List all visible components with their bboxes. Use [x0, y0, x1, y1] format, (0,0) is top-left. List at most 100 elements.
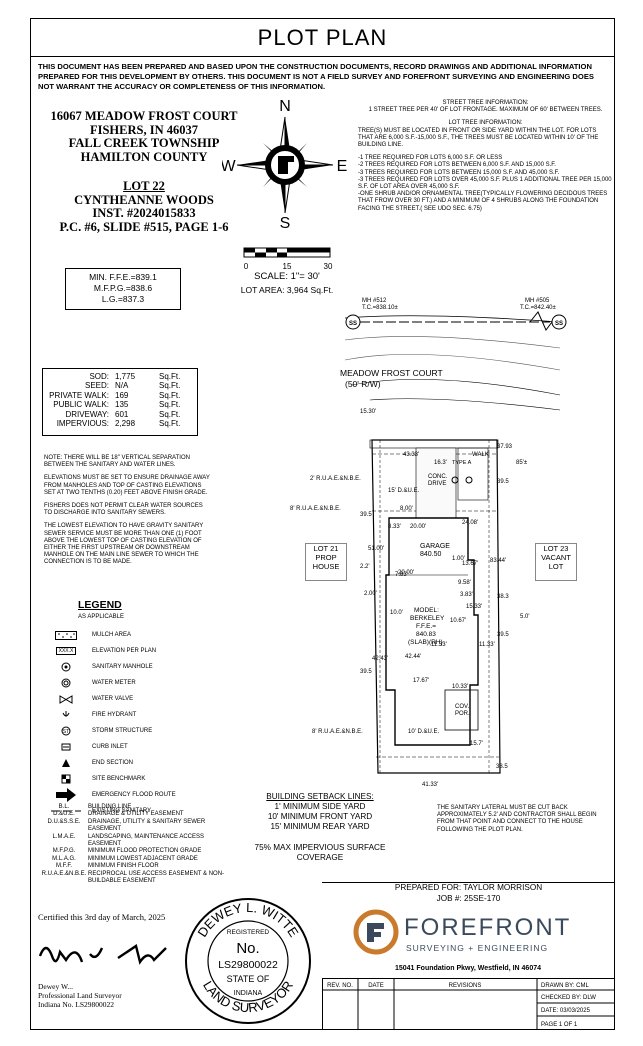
dim-label: 10.33' [452, 684, 468, 690]
surveyor-seal: DEWEY L. WITTE LAND SURVEYOR REGISTERED … [185, 898, 311, 1024]
dim-label: 11.33' [479, 642, 495, 648]
impervious-line-1: 75% MAX IMPERVIOUS SURFACE [254, 843, 386, 852]
water-meter-icon [61, 678, 71, 688]
dim-label: 51.00' [368, 546, 384, 552]
company-name: FOREFRONT [404, 914, 571, 941]
seal-state: STATE OF [227, 974, 270, 984]
water-valve-icon [59, 694, 73, 704]
address-line-2: FISHERS, IN 46037 [89, 122, 198, 137]
note-separation: NOTE: THERE WILL BE 18" VERTICAL SEPARAT… [44, 455, 190, 469]
dim-label: 5.0' [520, 614, 530, 620]
dim-label: 2.2' [360, 564, 370, 570]
legend-item: ST STORM STRUCTURE [61, 726, 153, 736]
surveyor-info: Dewey W... Professional Land Surveyor In… [38, 982, 122, 1009]
surveyor-name: Dewey W... [38, 982, 73, 991]
tree-rule-3: -3 TREES REQUIRED FOR LOTS BETWEEN 15,00… [358, 169, 560, 176]
sanitary-manhole-icon [61, 662, 71, 672]
easement-label: 10' D.&U.E. [408, 729, 439, 735]
lowest-grade: L.G.=837.3 [101, 294, 145, 304]
certification-date: Certified this 3rd day of March, 2025 [38, 912, 166, 922]
model-label: MODEL: [414, 607, 439, 614]
dim-label: 1.00' [452, 556, 465, 562]
type-label: TYPE A [452, 460, 472, 466]
model-ffe-label: F.F.E.= [416, 623, 436, 630]
legend: MULCH AREA XXX.X ELEVATION PER PLAN SANI… [40, 627, 220, 819]
lot-info: LOT 22 CYNTHEANNE WOODS INST. #202401583… [38, 179, 250, 234]
plat-reference: P.C. #6, SLIDE #515, PAGE 1-6 [59, 219, 229, 234]
dim-label: 8.33' [388, 524, 401, 530]
dim-label: 24.08' [462, 520, 478, 526]
dim-label: 15.33' [466, 604, 482, 610]
legend-item: XXX.X ELEVATION PER PLAN [40, 643, 220, 659]
setback-rear: 15' MINIMUM REAR YARD [270, 822, 370, 831]
compass-west: W [222, 158, 236, 175]
dim-label: 39.5 [497, 632, 509, 638]
dim-label: 7.83' [395, 572, 408, 578]
legend-item: SANITARY MANHOLE [40, 659, 220, 675]
abbr-row: M.F.P.G.MINIMUM FLOOD PROTECTION GRADE [52, 848, 202, 855]
seal-number: LS29800022 [218, 959, 278, 971]
dim-label: 17.67' [413, 678, 429, 684]
scale-tick-0: 0 [244, 262, 249, 271]
svg-text:SS: SS [555, 321, 563, 327]
abbreviations: B.L.BUILDING LINE D.&U.E.DRAINAGE & UTIL… [40, 804, 225, 885]
tc-left-label: T.C.=838.10± [362, 305, 399, 311]
surveyor-signature [38, 944, 167, 965]
legend-title: LEGEND [78, 599, 122, 611]
plan-notes: NOTE: THERE WILL BE 18" VERTICAL SEPARAT… [44, 455, 212, 573]
street-row: (50' R/W) [345, 379, 381, 389]
easement-label: 8' R.U.A.E.&N.B.E. [312, 729, 363, 735]
street-tree-text: 1 STREET TREE PER 40' OF LOT FRONTAGE. M… [368, 107, 603, 114]
dim-label: 8.00' [400, 506, 413, 512]
compass-south: S [280, 215, 291, 230]
dim-label: 83.44' [490, 558, 506, 564]
easement-label: 15' D.&U.E. [388, 488, 419, 494]
tree-rule-1: -1 TREE REQUIRED FOR LOTS 6,000 S.F. OR … [358, 155, 503, 162]
revision-table: REV. NO. DATE REVISIONS DRAWN BY: CML CH… [322, 978, 615, 1030]
tree-information: STREET TREE INFORMATION: 1 STREET TREE P… [358, 100, 613, 213]
dim-label: 10.0' [390, 610, 403, 616]
abbr-row: M.L.A.G.MINIMUM LOWEST ADJACENT GRADE [52, 855, 198, 862]
tc-right-label: T.C.=842.40± [520, 305, 557, 311]
legend-item: EXISTING SANITARY [40, 803, 220, 819]
setback-side: 1' MINIMUM SIDE YARD [274, 802, 366, 811]
dim-label: 37.93 [497, 444, 513, 450]
abbr-row: L.M.A.E.LANDSCAPING, MAINTENANCE ACCESS … [52, 833, 205, 848]
dim-label: 39.5 [360, 512, 372, 518]
dim-label: 2.00' [364, 591, 377, 597]
scale-tick-15: 15 [283, 262, 292, 271]
abbr-row: R.U.A.E.&N.B.E.RECIPROCAL USE ACCESS EAS… [41, 870, 225, 885]
lot-tree-text: TREE(S) MUST BE LOCATED IN FRONT OR SIDE… [358, 127, 599, 149]
min-ffe: MIN. F.F.E.=839.1 [89, 272, 157, 282]
dim-label: 39.5 [497, 479, 509, 485]
note-drainage: ELEVATIONS MUST BE SET TO ENSURE DRAINAG… [44, 475, 210, 496]
dim-label: 13.67' [462, 561, 478, 567]
model-name: BERKELEY [410, 615, 445, 622]
easement-label: 2' R.U.A.E.&N.B.E. [310, 476, 361, 482]
dim-label: 42.44' [405, 654, 421, 660]
drive-label-1: CONC. [428, 474, 448, 480]
abbr-row: B.L.BUILDING LINE [58, 804, 132, 810]
curb-inlet-icon [61, 743, 71, 751]
abbr-row: M.F.F.MINIMUM FINISH FLOOR [56, 863, 159, 870]
fire-hydrant-icon [62, 711, 70, 717]
legend-item: EMERGENCY FLOOD ROUTE [40, 787, 220, 803]
tree-rule-4: -3 TREES REQUIRED FOR LOTS OVER 45,000 S… [358, 176, 612, 191]
impervious-line-2: COVERAGE [296, 853, 344, 862]
street-tree-heading: STREET TREE INFORMATION: [442, 100, 529, 106]
address-line-1: 16067 MEADOW FROST COURT [50, 109, 238, 123]
instrument-number: INST. #2024015833 [92, 206, 196, 221]
rev-revisions-header: REVISIONS [449, 983, 482, 989]
logo-ring-icon [353, 909, 399, 955]
dim-label: 85'± [516, 460, 528, 466]
scale-label: SCALE: 1"= 30' [254, 271, 320, 282]
surveyor-title: Professional Land Surveyor [38, 991, 122, 1000]
dim-label: 16.3' [434, 460, 447, 466]
svg-text:ST: ST [63, 729, 69, 735]
storm-structure-icon: ST [61, 726, 71, 736]
garage-elevation: 840.50 [420, 551, 442, 558]
mh-right-label: MH #505 [525, 298, 550, 304]
